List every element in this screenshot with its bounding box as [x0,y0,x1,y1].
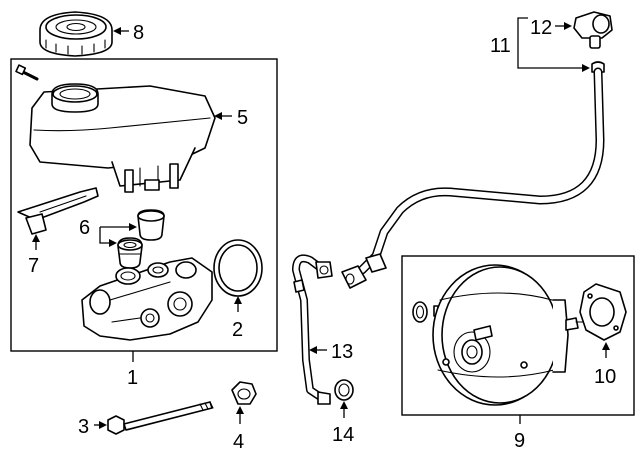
callout-8-label: 8 [133,22,144,44]
callout-7-label: 7 [28,255,39,277]
callout-4: 4 [233,406,244,453]
callout-12: 12 [530,17,572,39]
callout-13: 13 [309,341,353,363]
reservoir-part [15,64,216,193]
callout-1: 1 [127,351,138,389]
check-valve-part [573,11,613,49]
master-cylinder-group-box [10,58,278,352]
brake-booster-group-box [401,255,635,416]
callout-1-label: 1 [127,367,138,389]
callout-4-label: 4 [233,431,244,453]
callout-6-label: 6 [79,217,90,239]
vacuum-hose-part [341,61,605,289]
callout-11-label: 11 [490,35,511,57]
callout-5: 5 [214,107,248,129]
callout-5-label: 5 [237,107,248,129]
grommet-upper-part [137,209,165,241]
callout-10-label: 10 [594,366,616,388]
callout-2-label: 2 [232,319,243,341]
callout-9-label: 9 [514,430,525,452]
reservoir-cap-part [39,11,113,57]
seal-ring-part [213,239,263,297]
bolt-part [107,401,214,435]
callout-11: 11 [490,17,590,72]
callout-9: 9 [514,415,525,452]
brake-booster-part [432,264,585,406]
callout-3-label: 3 [78,416,89,438]
o-ring-part [334,379,354,401]
nut-part [231,381,257,405]
master-cylinder-part [81,257,213,341]
callout-13-label: 13 [331,341,353,363]
callout-8: 8 [113,22,144,44]
callout-14-label: 14 [332,424,354,446]
callout-2: 2 [232,296,243,341]
callout-12-label: 12 [530,17,552,39]
callout-3: 3 [78,416,107,438]
grommet-lower-part [117,237,143,269]
vacuum-pipe-part [292,254,333,405]
callout-7: 7 [28,234,40,277]
callout-14: 14 [332,401,354,446]
booster-gasket-part [579,283,627,341]
callout-6: 6 [79,217,137,247]
callout-10: 10 [594,342,616,388]
level-sensor-part [17,187,99,235]
